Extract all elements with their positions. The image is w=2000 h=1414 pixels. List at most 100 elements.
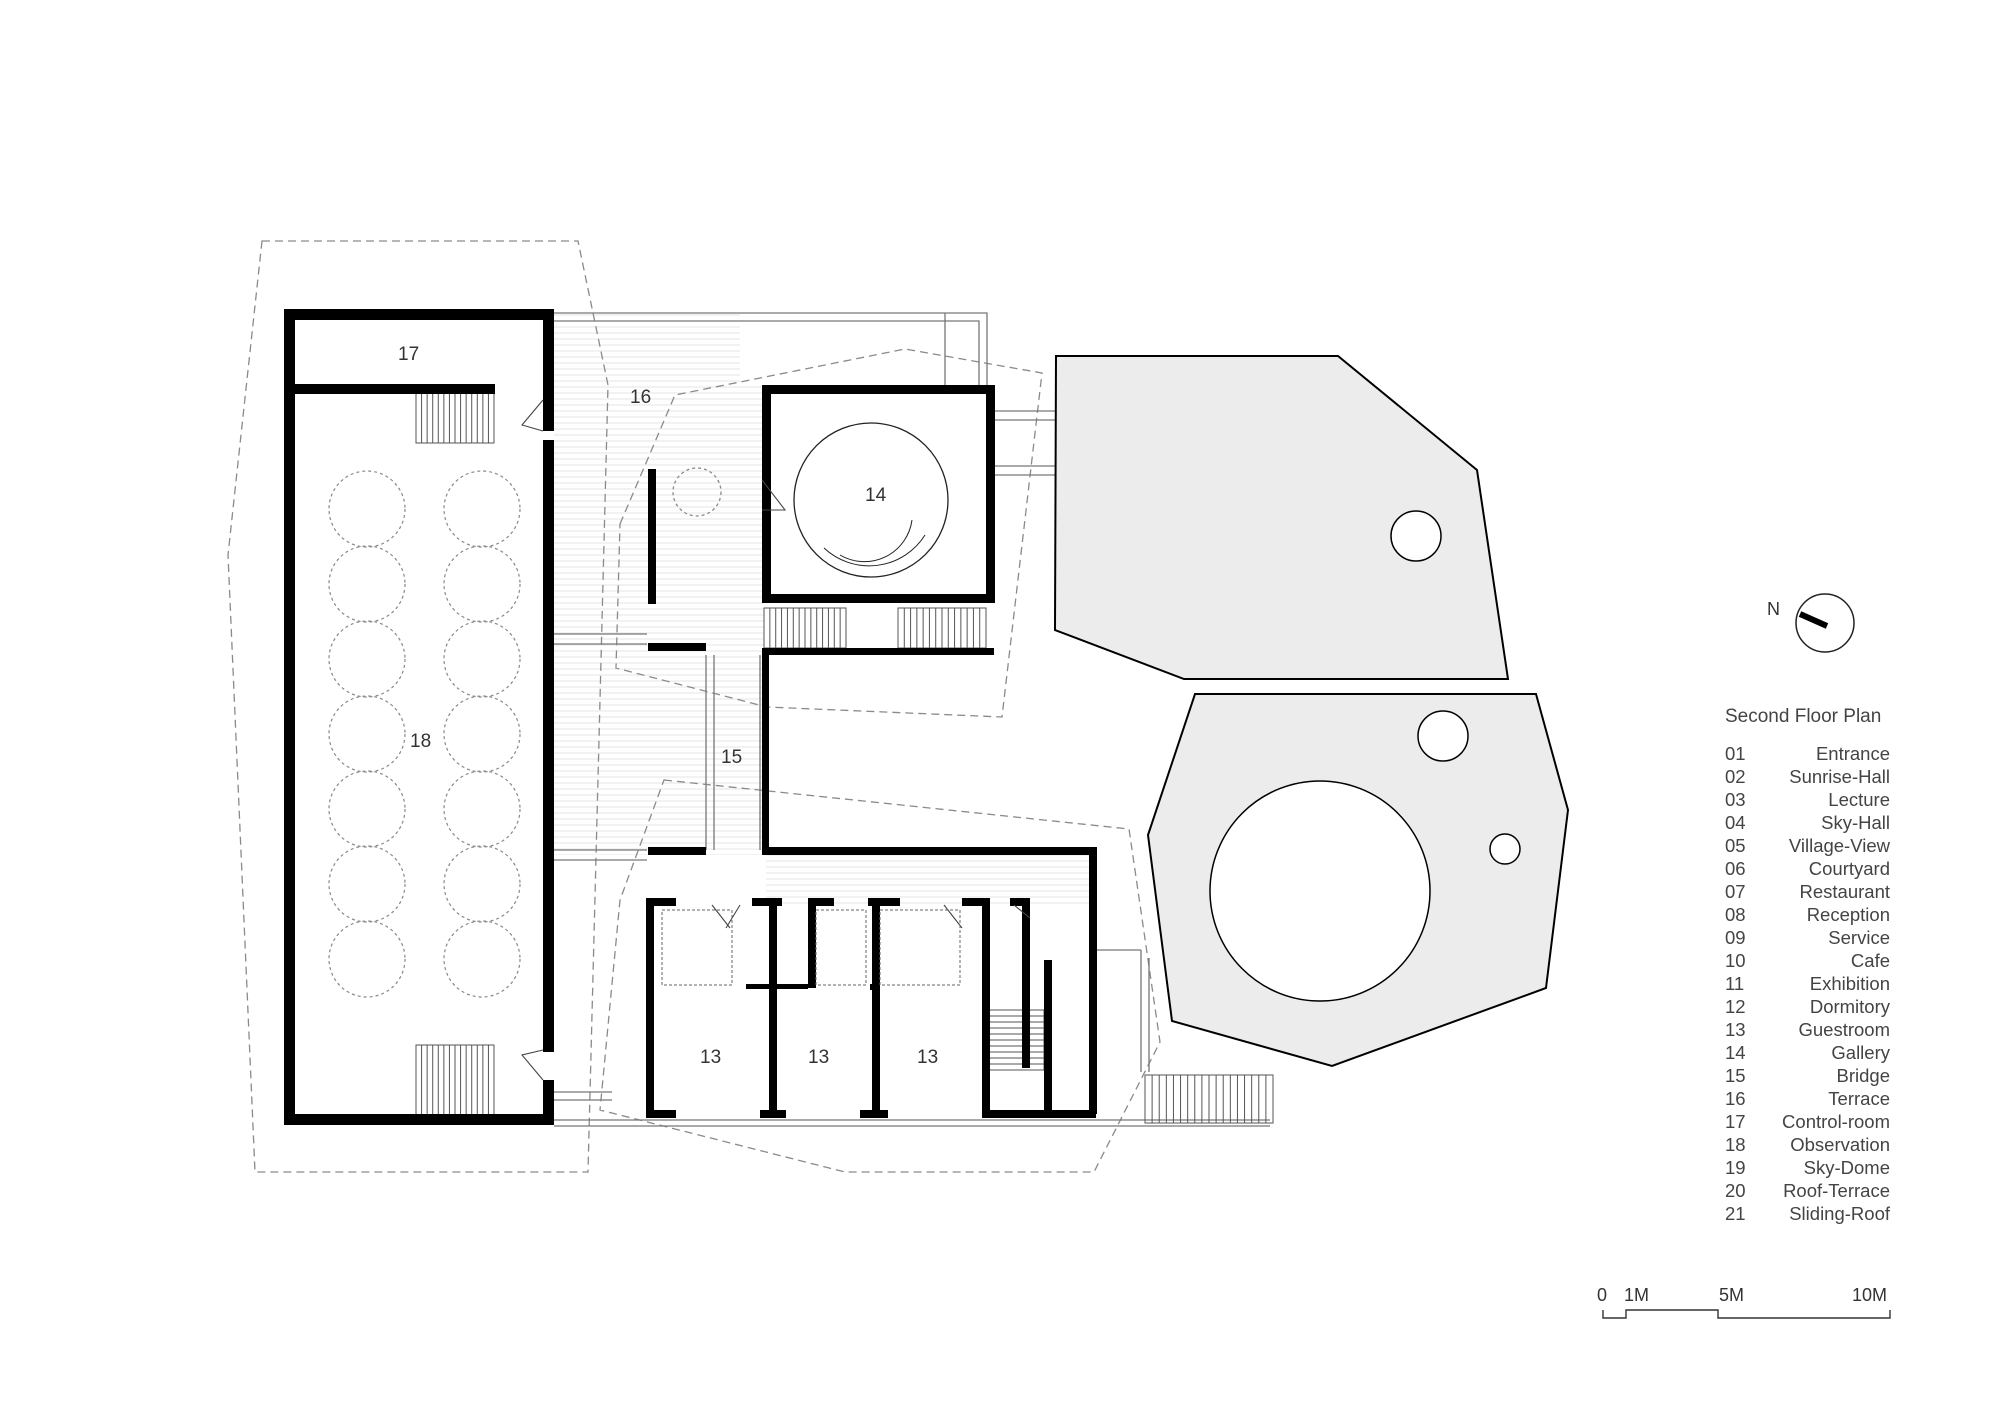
- gallery-spiral: [672, 422, 949, 578]
- legend-item-name: Terrace: [1828, 1088, 1890, 1109]
- seat-circle: [328, 545, 406, 623]
- scale-label-5m: 5M: [1719, 1285, 1744, 1305]
- legend-item-name: Gallery: [1831, 1042, 1890, 1063]
- seat-circle: [328, 470, 406, 548]
- control-room-walls: [284, 309, 554, 320]
- legend-item: 18 Observation: [1725, 1133, 1890, 1156]
- legend-item-name: Village-View: [1788, 835, 1890, 856]
- legend-item-number: 01: [1725, 743, 1746, 764]
- legend-item-number: 20: [1725, 1180, 1746, 1201]
- legend-item: 16 Terrace: [1725, 1087, 1890, 1110]
- seat-circle: [443, 545, 521, 623]
- legend-item-name: Sky-Hall: [1821, 812, 1890, 833]
- legend-item-number: 10: [1725, 950, 1746, 971]
- legend-item-name: Entrance: [1815, 743, 1890, 764]
- room-label-observation: 18: [410, 731, 431, 752]
- legend-item: 02 Sunrise-Hall: [1725, 765, 1890, 788]
- legend-item-number: 12: [1725, 996, 1746, 1017]
- legend-item: 20 Roof-Terrace: [1725, 1179, 1890, 1202]
- seat-circle: [443, 695, 521, 773]
- seat-circle: [328, 770, 406, 848]
- legend-item-number: 13: [1725, 1019, 1746, 1040]
- scale-label-0: 0: [1597, 1285, 1607, 1305]
- legend-item-number: 06: [1725, 858, 1746, 879]
- legend-item-number: 05: [1725, 835, 1746, 856]
- legend-item: 03 Lecture: [1725, 788, 1890, 811]
- legend-item-name: Guestroom: [1798, 1019, 1890, 1040]
- legend-item-name: Roof-Terrace: [1783, 1180, 1890, 1201]
- bathroom-fixtures: [661, 909, 961, 986]
- legend-item-name: Observation: [1790, 1134, 1890, 1155]
- legend-item-name: Service: [1828, 927, 1890, 948]
- room-label-guestroom-3: 13: [917, 1047, 938, 1068]
- seat-circle: [443, 470, 521, 548]
- legend-item-number: 14: [1725, 1042, 1746, 1063]
- north-arrow: N: [1767, 593, 1855, 653]
- legend-item-number: 07: [1725, 881, 1746, 902]
- room-label-bridge: 15: [721, 747, 742, 768]
- legend-item-number: 02: [1725, 766, 1746, 787]
- floor-area: [554, 313, 1096, 905]
- observation-seats: [328, 470, 521, 998]
- legend-item: 08 Reception: [1725, 903, 1890, 926]
- legend-item: 05 Village-View: [1725, 834, 1890, 857]
- scale-label-1m: 1M: [1624, 1285, 1649, 1305]
- walls: [284, 309, 1097, 1125]
- legend-item: 06 Courtyard: [1725, 857, 1890, 880]
- plan-title: Second Floor Plan: [1725, 706, 1882, 727]
- scale-label-10m: 10M: [1852, 1285, 1887, 1305]
- seat-circle: [328, 620, 406, 698]
- legend-item-name: Sliding-Roof: [1789, 1203, 1890, 1224]
- legend-item-name: Courtyard: [1808, 858, 1890, 879]
- legend-item: 13 Guestroom: [1725, 1018, 1890, 1041]
- legend-item-number: 11: [1725, 973, 1745, 994]
- legend-item-name: Lecture: [1828, 789, 1890, 810]
- doors: [521, 399, 1031, 1081]
- north-label: N: [1767, 599, 1780, 619]
- legend-item-number: 19: [1725, 1157, 1746, 1178]
- legend-item-number: 09: [1725, 927, 1746, 948]
- seat-circle: [443, 845, 521, 923]
- legend-item-name: Reception: [1806, 904, 1890, 925]
- legend: Second Floor Plan 01 Entrance 02 Sunrise-Ha…: [1725, 706, 1890, 1225]
- legend-item-name: Bridge: [1836, 1065, 1890, 1086]
- room-label-gallery: 14: [865, 485, 887, 506]
- legend-item: 07 Restaurant: [1725, 880, 1890, 903]
- legend-item-number: 17: [1725, 1111, 1746, 1132]
- room-label-terrace: 16: [630, 387, 651, 408]
- seat-circle: [328, 845, 406, 923]
- legend-item-number: 15: [1725, 1065, 1746, 1086]
- legend-item: 11 Exhibition: [1725, 972, 1890, 995]
- seat-circle: [443, 770, 521, 848]
- legend-item-name: Sky-Dome: [1803, 1157, 1890, 1178]
- legend-item-name: Exhibition: [1809, 973, 1890, 994]
- room-label-guestroom-2: 13: [808, 1047, 829, 1068]
- legend-item-number: 16: [1725, 1088, 1746, 1109]
- legend-item: 19 Sky-Dome: [1725, 1156, 1890, 1179]
- legend-item-name: Restaurant: [1799, 881, 1891, 902]
- roof-terrace-plate: [1053, 355, 1510, 680]
- seat-circle: [443, 920, 521, 998]
- room-label-control-room: 17: [398, 344, 419, 365]
- legend-item-name: Sunrise-Hall: [1789, 766, 1890, 787]
- seat-circle: [443, 620, 521, 698]
- legend-item-number: 03: [1725, 789, 1746, 810]
- legend-item-number: 18: [1725, 1134, 1746, 1155]
- scale-bar: 0 1M 5M 10M: [1597, 1285, 1891, 1319]
- seat-circle: [328, 695, 406, 773]
- legend-item: 14 Gallery: [1725, 1041, 1890, 1064]
- legend-item: 01 Entrance: [1725, 742, 1890, 765]
- legend-item-name: Control-room: [1782, 1111, 1890, 1132]
- legend-item: 17 Control-room: [1725, 1110, 1890, 1133]
- legend-item-number: 21: [1725, 1203, 1746, 1224]
- seat-circle: [328, 920, 406, 998]
- stair-treads: [421, 393, 1267, 1123]
- legend-item: 21 Sliding-Roof: [1725, 1202, 1890, 1225]
- legend-item-number: 08: [1725, 904, 1746, 925]
- legend-item: 15 Bridge: [1725, 1064, 1890, 1087]
